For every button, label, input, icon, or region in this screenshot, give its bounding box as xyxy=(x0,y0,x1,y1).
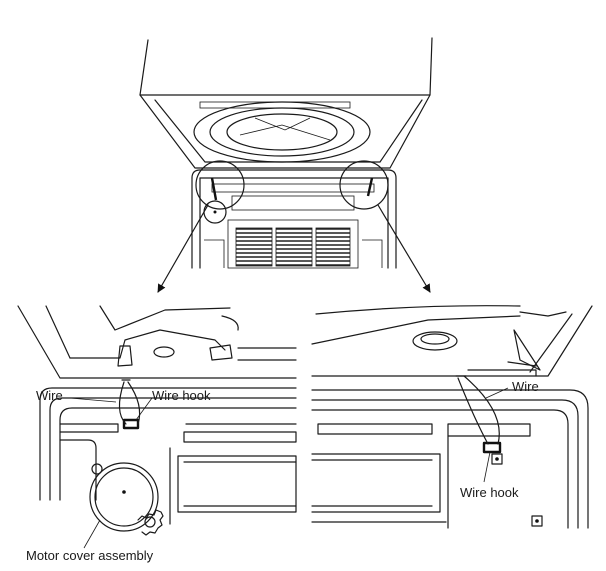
arrow-right-detail xyxy=(377,204,431,293)
detail-circle-right xyxy=(339,160,389,210)
left-detail xyxy=(17,305,297,549)
label-wire-left: Wire xyxy=(36,388,63,403)
arrow-left-detail xyxy=(157,204,209,293)
label-wire-right: Wire xyxy=(512,379,539,394)
detail-circle-left xyxy=(195,160,245,210)
cabinet-overview xyxy=(191,169,397,269)
label-wire-hook-left: Wire hook xyxy=(152,388,211,403)
right-detail xyxy=(311,305,593,529)
label-wire-hook-right: Wire hook xyxy=(460,485,519,500)
lid-overview xyxy=(139,37,433,169)
label-motor-cover-assembly: Motor cover assembly xyxy=(26,548,154,563)
